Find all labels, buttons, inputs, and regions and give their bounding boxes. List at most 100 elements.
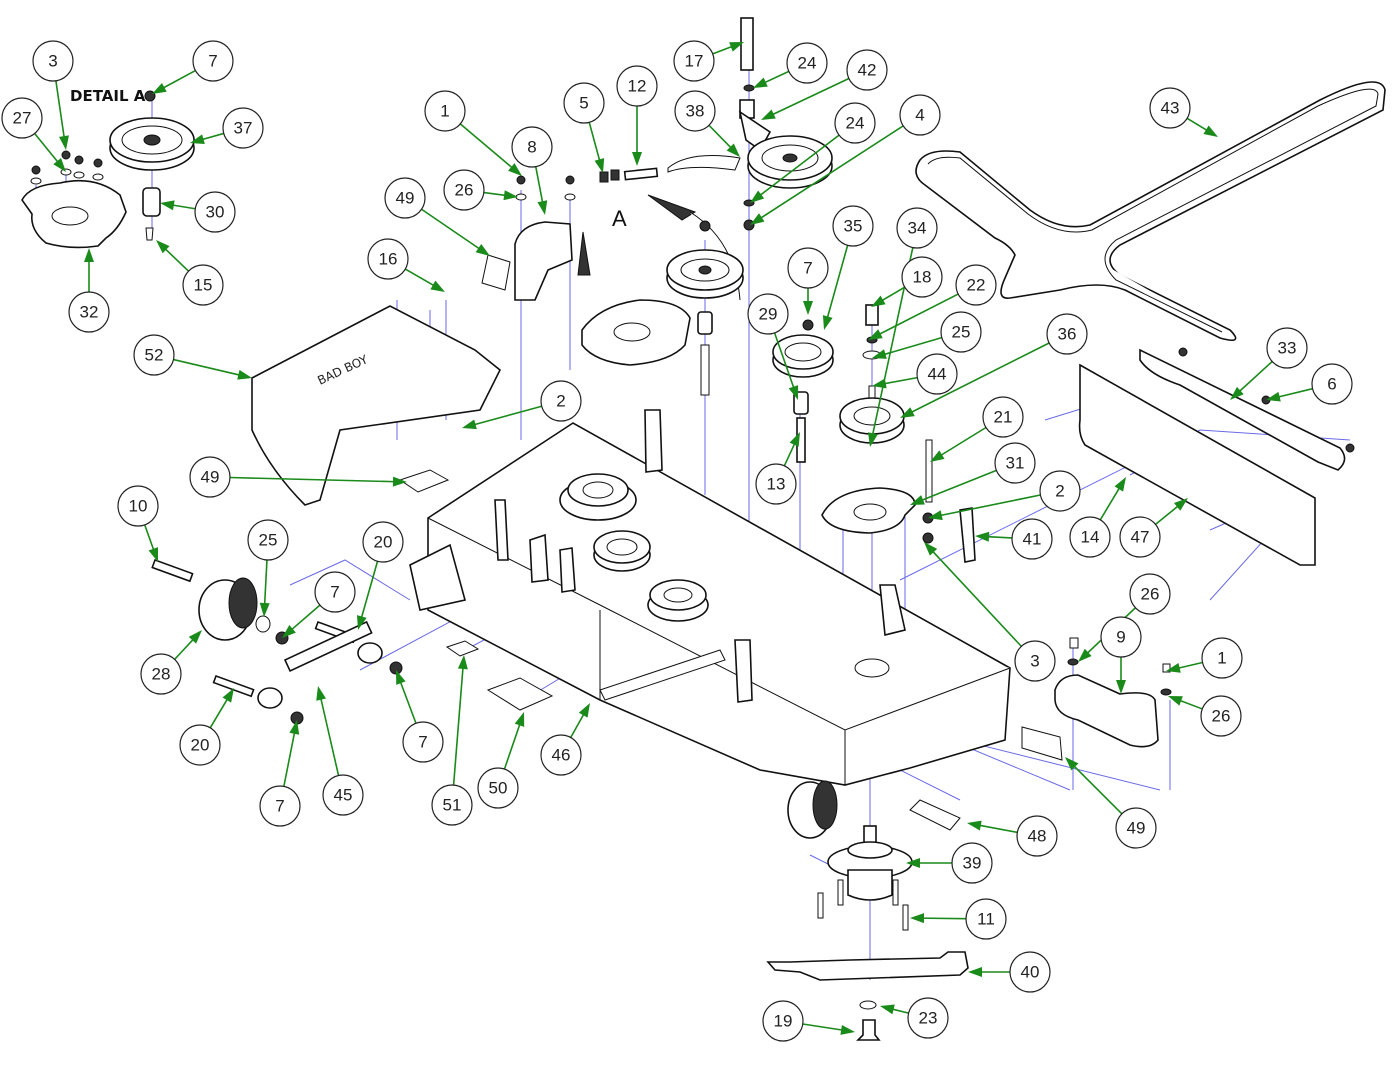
callout-circle <box>424 90 466 132</box>
callout-number: 10 <box>129 497 148 516</box>
callout-circle <box>916 353 958 395</box>
arrowhead-icon <box>578 703 590 718</box>
pivot-arm-45 <box>212 620 403 725</box>
callout-12: 12 <box>616 65 658 166</box>
view-a-label: A <box>612 206 627 231</box>
callout-circle <box>1069 516 1111 558</box>
callout-circle <box>673 40 715 82</box>
callout-circle <box>194 191 236 233</box>
leader-line <box>229 476 398 483</box>
callout-circle <box>1014 640 1056 682</box>
callout-1: 1 <box>1166 637 1243 679</box>
callout-circle <box>1201 637 1243 679</box>
callout-20: 20 <box>179 688 234 766</box>
arrowhead-icon <box>788 385 799 400</box>
callout-number: 9 <box>1116 628 1125 647</box>
leader-line <box>876 293 959 337</box>
callout-49: 49 <box>384 177 490 256</box>
callout-7: 7 <box>152 40 234 94</box>
callout-21: 21 <box>930 396 1024 462</box>
washer-23 <box>859 1000 877 1010</box>
callout-number: 40 <box>1021 963 1040 982</box>
arrowhead-icon <box>188 630 202 644</box>
callout-52: 52 <box>133 334 252 380</box>
callout-circle <box>222 107 264 149</box>
arrowhead-icon <box>729 42 744 52</box>
callout-26: 26 <box>443 169 518 211</box>
callout-47: 47 <box>1119 498 1188 558</box>
callout-38: 38 <box>674 90 740 157</box>
callout-number: 21 <box>994 408 1013 427</box>
arrowhead-icon <box>190 134 205 144</box>
decal-49 <box>398 469 450 493</box>
deck-pulleys <box>559 473 890 678</box>
callout-circle <box>940 311 982 353</box>
arrowhead-icon <box>1173 498 1188 511</box>
callout-circle <box>786 42 828 84</box>
arrowhead-icon <box>289 720 300 735</box>
callout-number: 26 <box>1212 707 1231 726</box>
arrowhead-icon <box>594 158 605 173</box>
callout-circle <box>182 264 224 306</box>
callout-16: 16 <box>367 238 445 292</box>
arrowhead-icon <box>282 625 296 638</box>
callout-number: 43 <box>1161 99 1180 118</box>
arrowhead-icon <box>259 602 270 617</box>
callout-circle <box>322 774 364 816</box>
callout-43: 43 <box>1149 87 1218 137</box>
leader-line <box>908 342 1050 415</box>
callout-number: 19 <box>774 1012 793 1031</box>
callout-number: 49 <box>396 189 415 208</box>
leader-line <box>169 203 196 210</box>
callout-circle <box>787 247 829 289</box>
callout-25: 25 <box>872 311 982 359</box>
callout-circle <box>443 169 485 211</box>
arrowhead-icon <box>84 248 94 262</box>
callout-number: 49 <box>1127 819 1146 838</box>
callout-number: 25 <box>259 531 278 550</box>
discharge-chute-52 <box>251 305 502 506</box>
callout-9: 9 <box>1100 616 1142 694</box>
callout-7: 7 <box>396 670 444 763</box>
leader-line <box>1236 360 1273 394</box>
leader-line <box>34 132 61 165</box>
arrowhead-icon <box>632 152 642 166</box>
callout-number: 13 <box>767 475 786 494</box>
arrowhead-icon <box>968 967 982 977</box>
callout-50: 50 <box>477 712 525 809</box>
callout-circle <box>540 734 582 776</box>
callout-7: 7 <box>259 720 301 827</box>
leader-line <box>570 711 586 738</box>
callout-circle <box>314 571 356 613</box>
callout-number: 23 <box>919 1009 938 1028</box>
leader-line <box>984 535 1013 539</box>
arrowhead-icon <box>59 135 69 150</box>
callout-circle <box>896 207 938 249</box>
callout-number: 11 <box>977 910 995 929</box>
arrowhead-icon <box>910 495 925 505</box>
callout-number: 20 <box>374 533 393 552</box>
leader-line <box>162 246 190 272</box>
callout-circle <box>846 49 888 91</box>
callout-number: 42 <box>858 61 877 80</box>
arrowhead-icon <box>910 913 925 924</box>
callout-circle <box>955 264 997 306</box>
arrowhead-icon <box>975 531 990 542</box>
callout-circle <box>367 238 409 280</box>
callout-number: 38 <box>686 102 705 121</box>
callout-24: 24 <box>753 42 828 88</box>
callout-number: 39 <box>963 854 982 873</box>
leader-line <box>263 559 268 608</box>
callout-circle <box>140 653 182 695</box>
arrowhead-icon <box>148 547 158 562</box>
idler-pulley-detail <box>109 117 195 171</box>
callout-41: 41 <box>975 518 1053 560</box>
arrowhead-icon <box>900 407 915 418</box>
callout-number: 48 <box>1028 827 1047 846</box>
leader-line <box>160 69 196 90</box>
arrowhead-icon <box>357 615 367 630</box>
center-idler <box>666 220 744 396</box>
leader-line <box>174 636 196 660</box>
callout-number: 5 <box>579 94 588 113</box>
